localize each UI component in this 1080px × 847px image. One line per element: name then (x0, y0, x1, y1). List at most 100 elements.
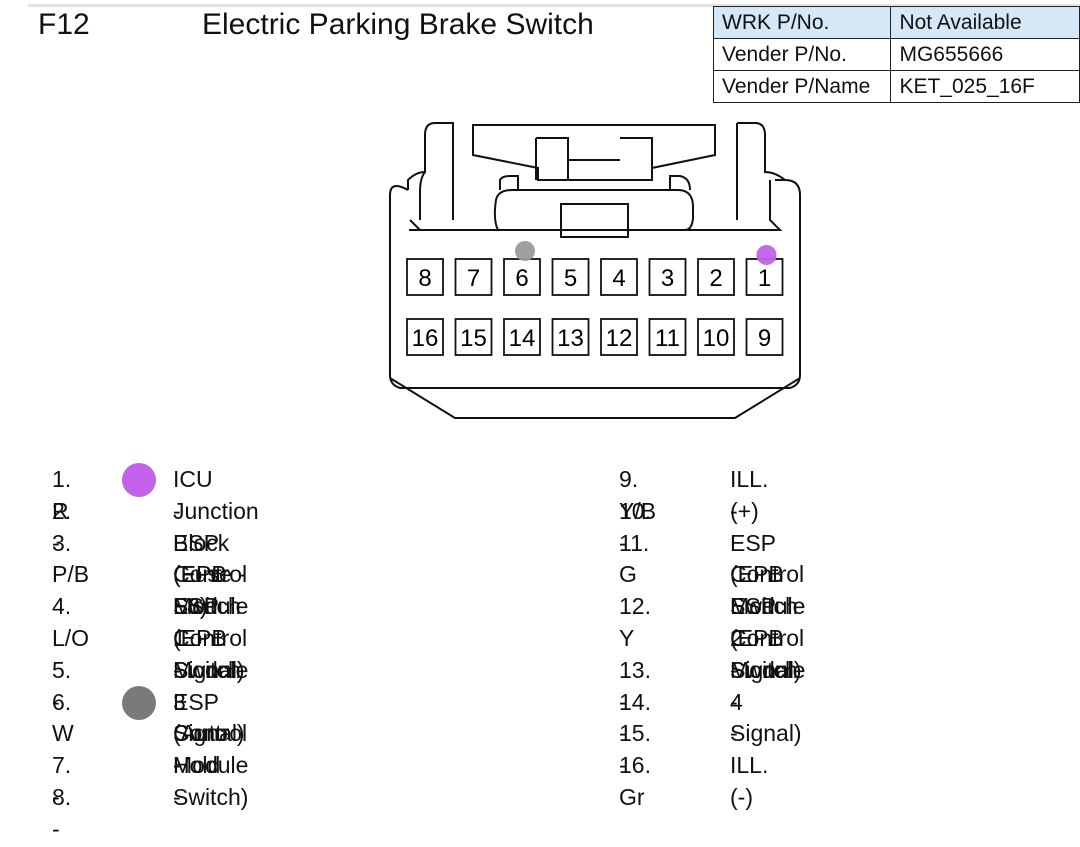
pin-number: 6 (515, 265, 528, 292)
pin-id-wire-color: 9. Y/B (619, 466, 657, 524)
pin-id-wire-color: 1. R (52, 466, 72, 524)
info-row: WRK P/No. Not Available (712, 6, 1080, 39)
pin-id-wire-color: 15. - (619, 720, 651, 779)
pin-description: - (173, 656, 181, 683)
key-slot (560, 203, 629, 238)
pin-cavity: 14 (503, 318, 541, 356)
pin-description: - (730, 720, 738, 747)
pin-cavity: 4 (600, 258, 638, 296)
pin-description: ESP Control Module (173, 688, 249, 779)
pin-description: ESP Control Module (173, 529, 249, 620)
wire-color-marker (756, 245, 777, 265)
pin-description: ICU Junction Block (Fuse - F8) (173, 466, 259, 620)
pin-cavity: 8 (406, 258, 444, 296)
pin-number: 4 (612, 265, 625, 292)
pin-box (745, 318, 784, 356)
pin-cavity: 11 (648, 318, 687, 356)
pin-cavity: 7 (454, 258, 493, 296)
pin-cavity: 10 (697, 318, 735, 356)
info-value: MG655666 (890, 38, 1080, 71)
pin-cavity: 13 (551, 318, 590, 356)
pin-number: 12 (606, 325, 633, 352)
bottom-chamfer (389, 377, 801, 419)
pin-cavity: 16 (406, 318, 444, 356)
pin-box (745, 258, 784, 296)
pin-cavity: 2 (697, 258, 735, 296)
pin-id-wire-color: 3. P/B (52, 529, 90, 588)
info-value: KET_025_16F (890, 70, 1080, 103)
pin-number: 1 (758, 265, 771, 292)
part-info-table: WRK P/No. Not Available Vender P/No. MG6… (712, 6, 1080, 103)
pin-box (600, 318, 638, 356)
right-latch (737, 122, 786, 181)
pin-id-wire-color: 7. - (52, 752, 72, 810)
pin-id-wire-color: 8. - (52, 783, 72, 842)
connector-code: F12 (38, 8, 90, 41)
pin-description: - (173, 752, 181, 779)
pin-description: ILL. (+) (730, 466, 769, 524)
pin-cavity: 1 (745, 258, 784, 296)
pin-id-wire-color: 13. - (619, 656, 651, 715)
pin-number: 3 (661, 265, 674, 292)
pin-number: 10 (703, 325, 730, 352)
housing-outline (389, 179, 801, 389)
pin-number: 7 (467, 265, 480, 292)
connector-housing (389, 122, 801, 419)
pin-number: 5 (564, 265, 577, 292)
pin-id-wire-color: 16. Gr (619, 752, 651, 810)
top-divider (28, 4, 1080, 7)
pin-box (551, 318, 590, 356)
pin-description: (EPB Switch 1 Signal) (173, 561, 245, 683)
pin-box (697, 318, 735, 356)
info-key: Vender P/No. (712, 38, 892, 71)
pin-number: 13 (557, 325, 584, 352)
pin-cavity: 9 (745, 318, 784, 356)
pin-description: ESP Control Module (730, 593, 806, 683)
pin-number: 15 (460, 325, 487, 352)
pin-description: (EPB Switch 2 Signal) (730, 561, 802, 683)
pin-row-bottom: 16 15 14 13 12 11 10 9 (406, 318, 784, 356)
wire-color-dot (122, 685, 156, 720)
pin-description: (EPB Switch 4 Signal) (730, 624, 802, 747)
pin-description: - (173, 783, 181, 810)
pin-box (551, 258, 590, 296)
pin-id-wire-color: 4. L/O (52, 593, 90, 651)
pin-number: 14 (509, 325, 536, 352)
pin-box (503, 318, 541, 356)
pin-description: ESP Control Module (730, 529, 806, 620)
latch-bar (493, 189, 694, 231)
page-title: Electric Parking Brake Switch (202, 8, 594, 41)
top-lock (472, 124, 716, 181)
pin-cavity: 5 (551, 258, 590, 296)
info-value: Not Available (890, 6, 1080, 39)
pin-box (697, 258, 735, 296)
pin-id-wire-color: 10. - (619, 497, 651, 556)
pin-id-wire-color: 14. - (619, 688, 651, 747)
pin-description: (EPB Switch 3 Signal) (173, 624, 245, 747)
pin-id-wire-color: 6. W (52, 688, 74, 747)
pin-description: - (730, 497, 738, 524)
pin-box (648, 318, 687, 356)
pin-box (648, 258, 687, 296)
pin-number: 9 (758, 325, 771, 352)
pin-number: 8 (418, 265, 431, 292)
pin-description: ESP Control Module (173, 593, 249, 683)
pin-cavity: 15 (454, 318, 493, 356)
pin-description: - (730, 656, 738, 683)
pin-id-wire-color: 2. - (52, 497, 72, 556)
pin-description: ILL. (-) (730, 752, 769, 810)
pin-markers (515, 241, 777, 265)
info-row: Vender P/No. MG655666 (712, 38, 1080, 71)
pin-id-wire-color: 11. G (619, 529, 650, 588)
pin-box (406, 318, 444, 356)
pin-cavity: 6 (503, 258, 541, 296)
pin-description: (Auto Hold Switch) (173, 720, 249, 810)
left-latch (407, 122, 454, 220)
pin-description: - (173, 497, 181, 524)
pin-number: 11 (655, 325, 680, 352)
info-key: WRK P/No. (712, 6, 892, 39)
pin-cavity: 12 (600, 318, 638, 356)
pin-cavity: 3 (648, 258, 687, 296)
